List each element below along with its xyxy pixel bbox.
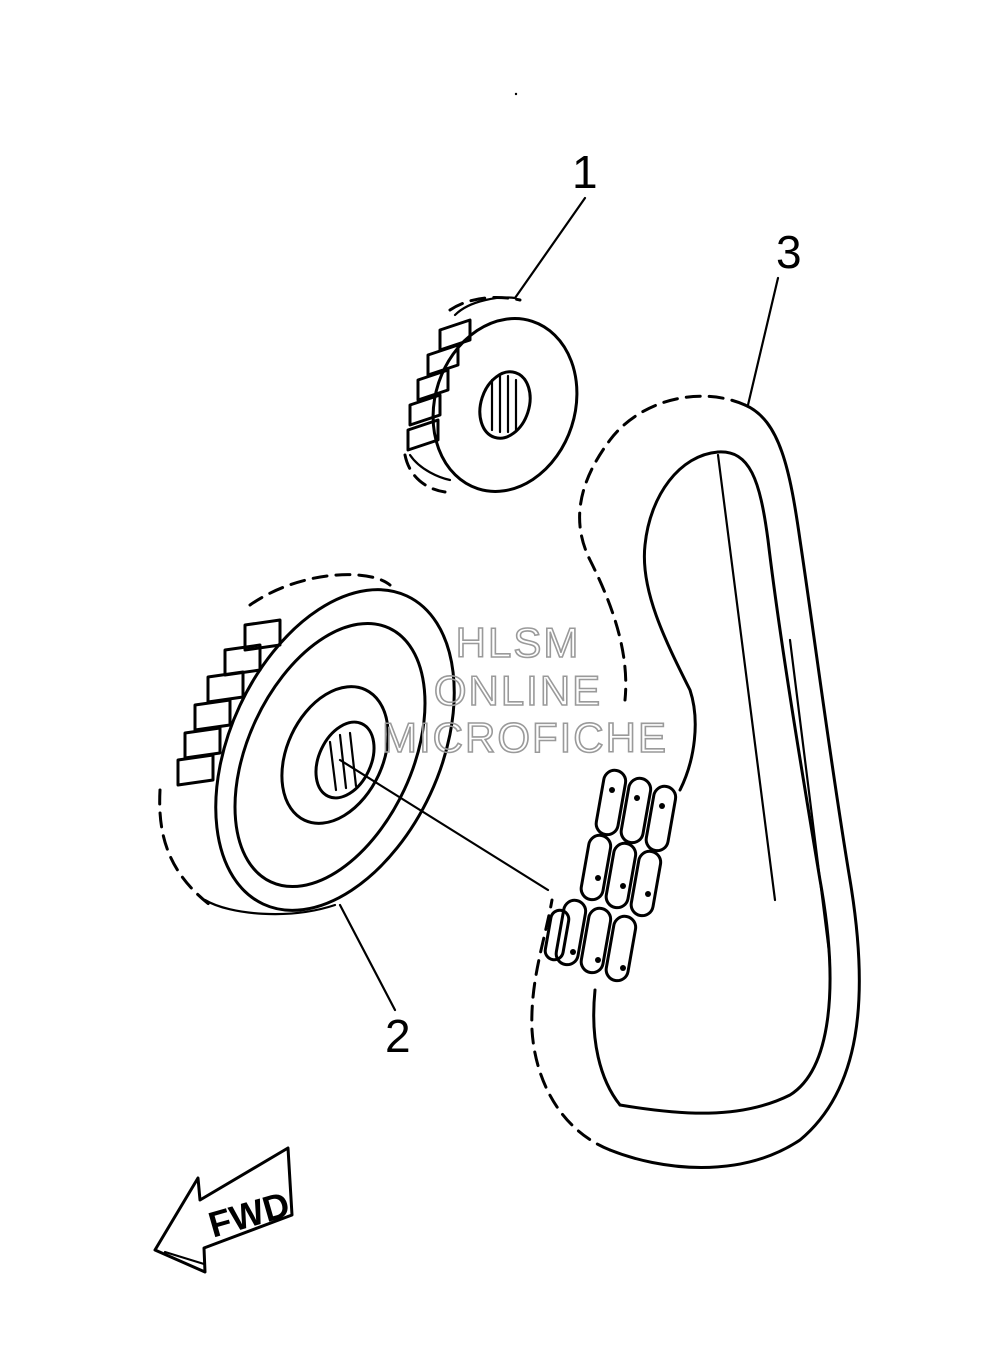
part-2-large-pulley[interactable] bbox=[158, 552, 502, 949]
leader-line-2 bbox=[338, 903, 397, 1012]
fwd-label: FWD bbox=[204, 1183, 294, 1245]
watermark: HLSM ONLINE MICROFICHE bbox=[381, 618, 668, 762]
chain-link-cluster bbox=[543, 768, 678, 983]
callout-3: 3 bbox=[776, 226, 802, 278]
speck bbox=[514, 92, 518, 96]
callout-2: 2 bbox=[385, 1010, 411, 1062]
watermark-line-3: MICROFICHE bbox=[382, 714, 668, 761]
leader-line-1 bbox=[513, 196, 587, 300]
watermark-line-2: ONLINE bbox=[434, 667, 602, 714]
part-1-small-sprocket[interactable] bbox=[403, 296, 599, 511]
watermark-line-1: HLSM bbox=[456, 619, 581, 666]
leader-line-3 bbox=[746, 276, 780, 407]
shaft-axis-line bbox=[338, 758, 550, 892]
fwd-direction-arrow: FWD bbox=[153, 1146, 294, 1274]
part-3-chain-belt[interactable] bbox=[530, 394, 861, 1169]
callout-1: 1 bbox=[572, 146, 598, 198]
